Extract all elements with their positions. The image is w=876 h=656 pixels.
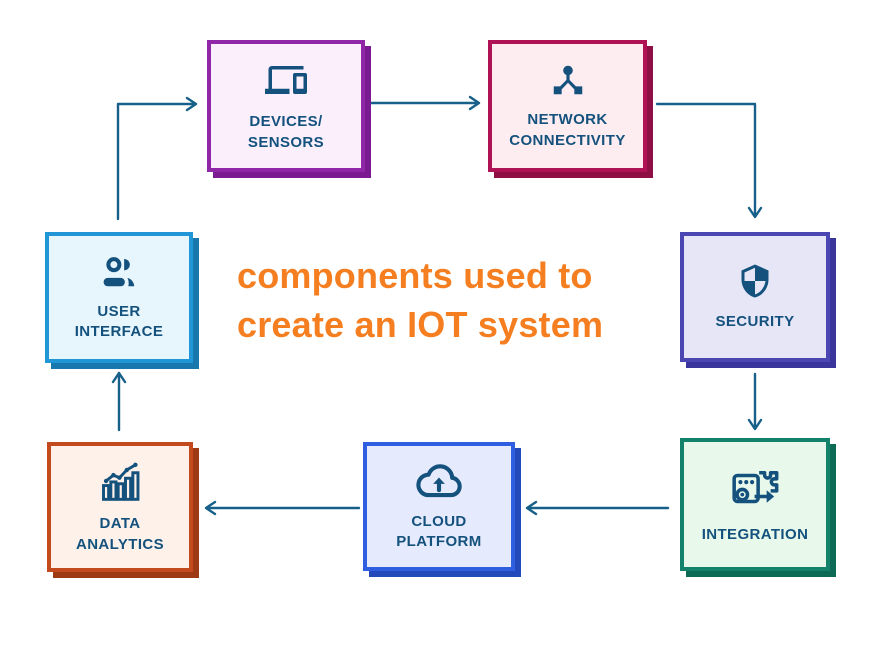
node-label: CLOUD PLATFORM [396, 512, 482, 550]
arrow-cloud-platform-to-data-analytics [204, 500, 361, 516]
node-label: DEVICES/ SENSORS [247, 113, 325, 151]
arrow-network-connectivity-to-security [655, 102, 763, 219]
cloud-upload-icon [413, 461, 465, 501]
node-data-analytics: DATA ANALYTICS [47, 442, 193, 572]
arrow-user-interface-to-devices-sensors [116, 96, 198, 221]
node-label: INTEGRATION [701, 525, 809, 543]
arrow-security-to-integration [747, 372, 763, 431]
node-devices-sensors: DEVICES/ SENSORS [207, 40, 365, 172]
integration-icon [727, 464, 783, 514]
node-label: DATA ANALYTICS [75, 515, 165, 553]
arrow-devices-sensors-to-network-connectivity [369, 95, 481, 111]
node-label: SECURITY [715, 313, 795, 331]
node-integration: INTEGRATION [680, 438, 830, 571]
bar-chart-icon [97, 459, 143, 503]
devices-icon [263, 59, 309, 101]
users-icon [97, 253, 141, 291]
network-hub-icon [549, 61, 587, 99]
node-user-interface: USER INTERFACE [45, 232, 193, 363]
arrow-data-analytics-to-user-interface [111, 371, 127, 432]
arrow-integration-to-cloud-platform [525, 500, 670, 516]
diagram-title: components used to create an IOT system [237, 255, 604, 345]
node-label: USER INTERFACE [74, 302, 164, 340]
shield-icon [737, 261, 773, 301]
node-security: SECURITY [680, 232, 830, 362]
node-cloud-platform: CLOUD PLATFORM [363, 442, 515, 571]
node-label: NETWORK CONNECTIVITY [509, 111, 626, 149]
node-network-connectivity: NETWORK CONNECTIVITY [488, 40, 647, 172]
